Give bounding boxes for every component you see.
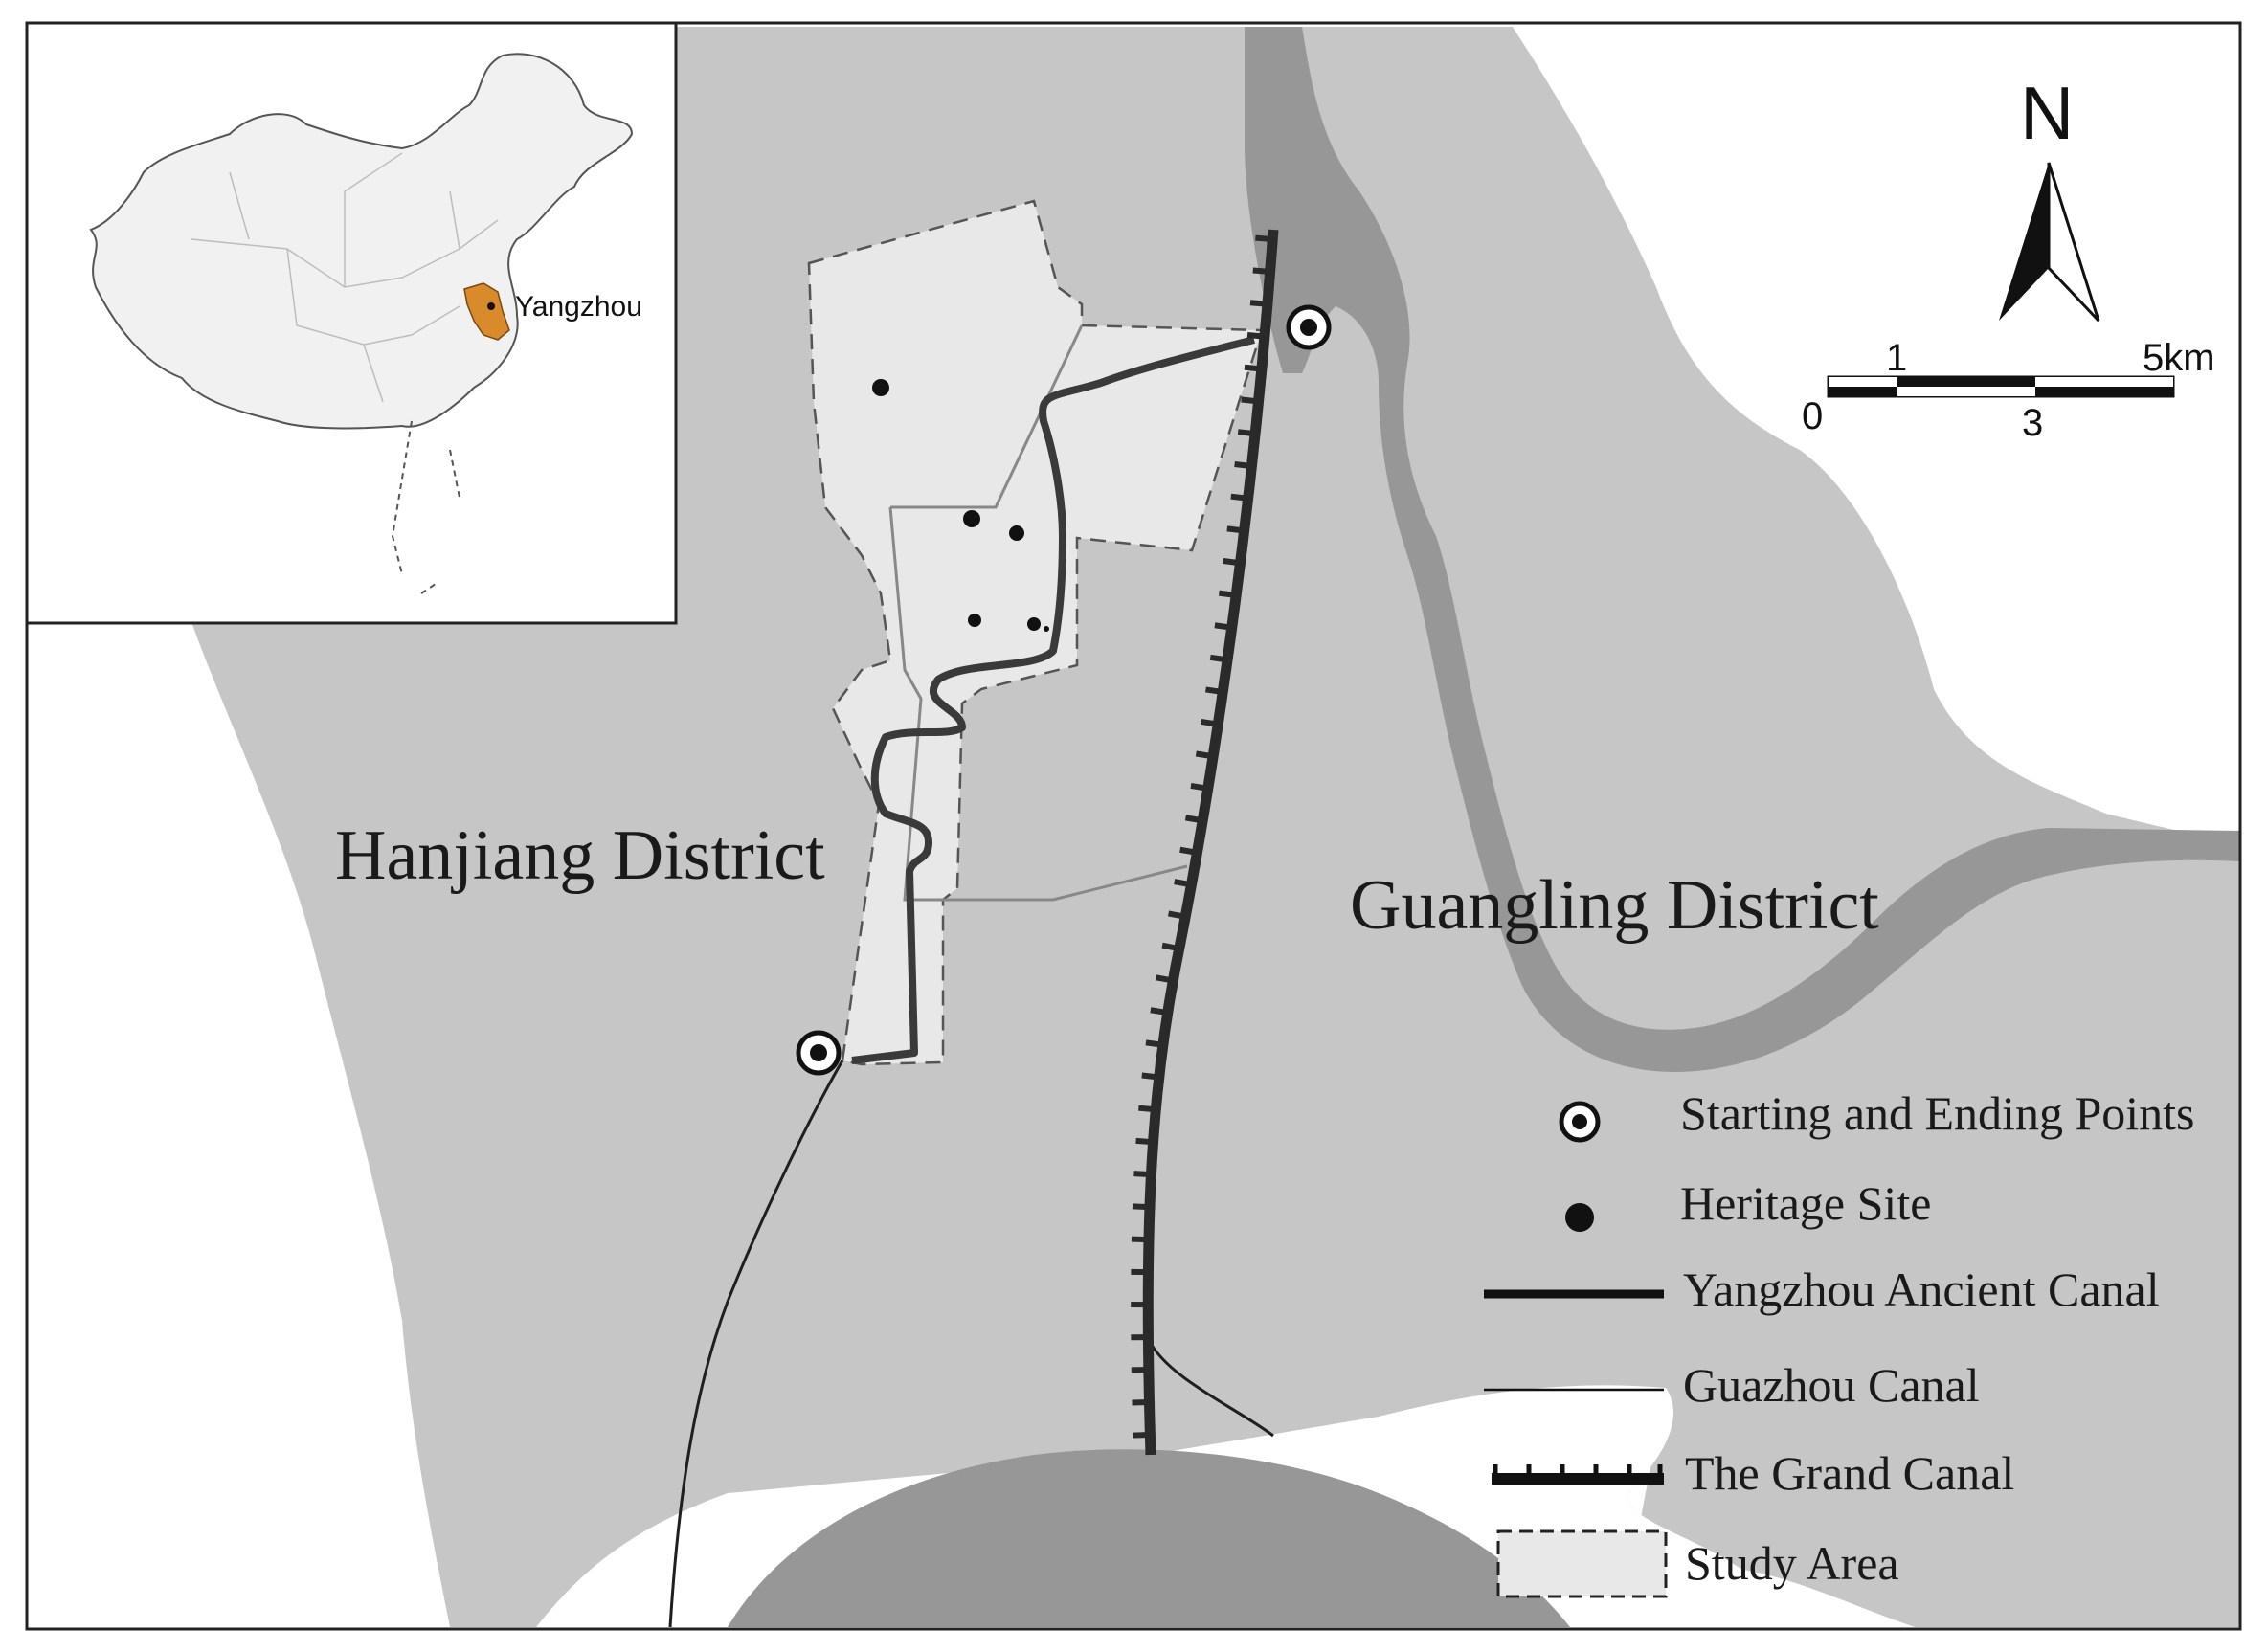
grand-canal-tick: [1252, 267, 1270, 275]
heritage-site: [1044, 626, 1049, 632]
grand-canal-tick: [1226, 525, 1246, 534]
scale-label-0: 0: [1802, 395, 1823, 437]
north-river: [1245, 27, 2240, 1072]
grand-canal-tick: [1244, 364, 1263, 372]
legend: Starting and Ending Points Heritage Site…: [1484, 1086, 2195, 1598]
legend-label-ancient-canal: Yangzhou Ancient Canal: [1683, 1262, 2160, 1316]
grand-canal-tick: [1241, 396, 1259, 405]
legend-label-start-end: Starting and Ending Points: [1680, 1086, 2195, 1140]
start-point-icon: [1286, 304, 1332, 350]
scale-label-3: 3: [2022, 402, 2043, 444]
grand-canal-tick: [1249, 300, 1268, 307]
grand-canal-tick: [1184, 815, 1203, 824]
heritage-site: [968, 614, 981, 627]
legend-label-heritage-site: Heritage Site: [1680, 1176, 1931, 1230]
grand-canal-tick: [1214, 622, 1233, 631]
inner-boundary: [888, 324, 1188, 902]
grand-canal-line: [1142, 229, 1279, 1456]
grand-canal-ticks: [1131, 234, 1273, 1439]
heritage-site: [1009, 525, 1024, 541]
grand-canal-tick: [1135, 1137, 1154, 1146]
grand-canal-tick: [1223, 558, 1241, 567]
grand-canal-tick: [1230, 493, 1248, 502]
grand-canal-tick: [1134, 1171, 1152, 1178]
map-frame: [25, 21, 2242, 1631]
study-area: [807, 199, 1264, 1066]
grand-canal-tick: [1145, 1039, 1164, 1048]
heritage-site: [963, 510, 980, 527]
grand-canal-tick: [1218, 590, 1237, 598]
district-label-hanjiang: Hanjiang District: [335, 816, 825, 895]
outer-region-se: [1627, 1388, 1915, 1627]
yangtze-river: [728, 1449, 1570, 1627]
legend-symbol-target-point-icon: [1559, 1101, 1601, 1143]
grand-canal-tick: [1255, 234, 1273, 242]
inset-map: Yangzhou: [25, 21, 678, 625]
end-point-icon: [796, 1030, 842, 1076]
grand-canal-tick: [1205, 686, 1223, 695]
legend-symbol-dashed-box-icon: [1496, 1529, 1668, 1598]
legend-label-study-area: Study Area: [1685, 1536, 1899, 1590]
district-label-guangling: Guangling District: [1350, 866, 1879, 945]
south-sea-islands: [391, 420, 460, 594]
north-arrow-icon: [1999, 162, 2100, 323]
legend-symbol-railway-line-icon: [1492, 1464, 1664, 1485]
grand-canal-tick: [1150, 1007, 1169, 1016]
scale-label-1: 1: [1886, 337, 1907, 379]
china-internal-borders: [191, 152, 499, 403]
yangzhou-ancient-canal-line: [851, 336, 1255, 1064]
yangzhou-dot: [487, 302, 495, 310]
grand-canal-tick: [1138, 1105, 1156, 1113]
grand-canal-tick: [1133, 1432, 1151, 1439]
heritage-site: [872, 379, 889, 396]
heritage-site: [1027, 617, 1041, 631]
grand-canal-tick: [1156, 974, 1174, 984]
grand-canal-tick: [1174, 879, 1192, 888]
north-label: N: [2020, 71, 2074, 155]
grand-canal-tick: [1132, 1203, 1151, 1211]
grand-canal-tick: [1190, 782, 1209, 792]
legend-label-grand-canal: The Grand Canal: [1685, 1446, 2014, 1500]
legend-symbol-dot-icon: [1565, 1203, 1594, 1232]
inset-city-label: Yangzhou: [515, 291, 642, 323]
grand-canal-tick: [1234, 460, 1252, 469]
grand-canal-tick: [1237, 429, 1256, 437]
grand-canal-tick: [1161, 942, 1180, 952]
grand-canal-tick: [1167, 910, 1186, 920]
grand-canal-tick: [1179, 846, 1198, 856]
grand-canal-tick: [1201, 718, 1219, 727]
grand-canal-tick: [1246, 332, 1266, 340]
grand-canal-tick: [1195, 750, 1214, 760]
grand-canal-tick: [1141, 1072, 1159, 1081]
yangzhou-province-highlight: [463, 282, 510, 341]
grand-canal-tick: [1209, 654, 1228, 663]
legend-label-guazhou-canal: Guazhou Canal: [1683, 1358, 1980, 1412]
scale-label-5km: 5km: [2143, 337, 2215, 379]
scale-bar: [1827, 375, 2175, 398]
